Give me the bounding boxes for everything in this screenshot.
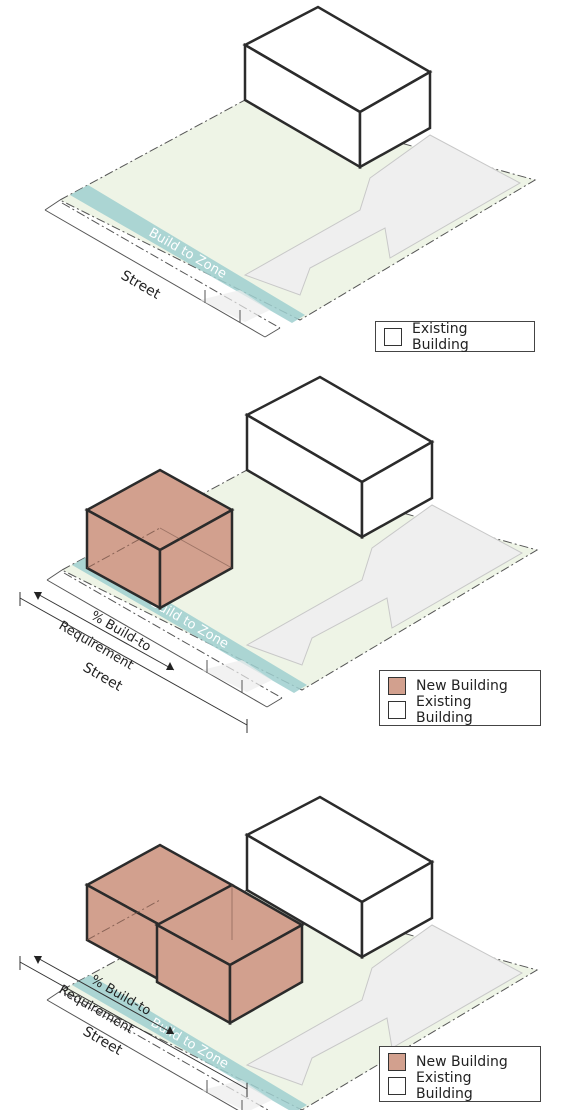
panel-3: Build to Zone % Build-to Requirement Str… — [19, 795, 539, 1110]
legend-label: New Building — [416, 1054, 508, 1070]
existing-building-swatch — [388, 701, 406, 719]
legend-panel-1: Existing Building — [375, 321, 535, 353]
legend-label: Existing Building — [416, 1070, 473, 1102]
site-plan-1 — [43, 5, 537, 339]
legend-panel-2: New Building Existing Building — [379, 670, 541, 726]
new-building — [84, 468, 235, 611]
new-building-swatch — [388, 1053, 406, 1071]
new-building — [84, 843, 305, 1026]
legend-item-new: New Building — [388, 1050, 532, 1074]
legend-label: Existing Building — [412, 321, 469, 353]
legend-item-existing: Existing Building — [388, 694, 532, 726]
existing-building-swatch — [384, 328, 402, 346]
existing-building-swatch — [388, 1077, 406, 1095]
legend-label: Existing Building — [416, 694, 473, 726]
street-label: Street — [118, 268, 163, 303]
legend-item-new: New Building — [388, 674, 532, 698]
panel-1: Build to Zone Street — [43, 5, 537, 339]
legend-item-existing: Existing Building — [384, 321, 526, 353]
legend-panel-3: New Building Existing Building — [379, 1046, 541, 1102]
new-building-swatch — [388, 677, 406, 695]
legend-label: New Building — [416, 678, 508, 694]
legend-item-existing: Existing Building — [388, 1070, 532, 1102]
